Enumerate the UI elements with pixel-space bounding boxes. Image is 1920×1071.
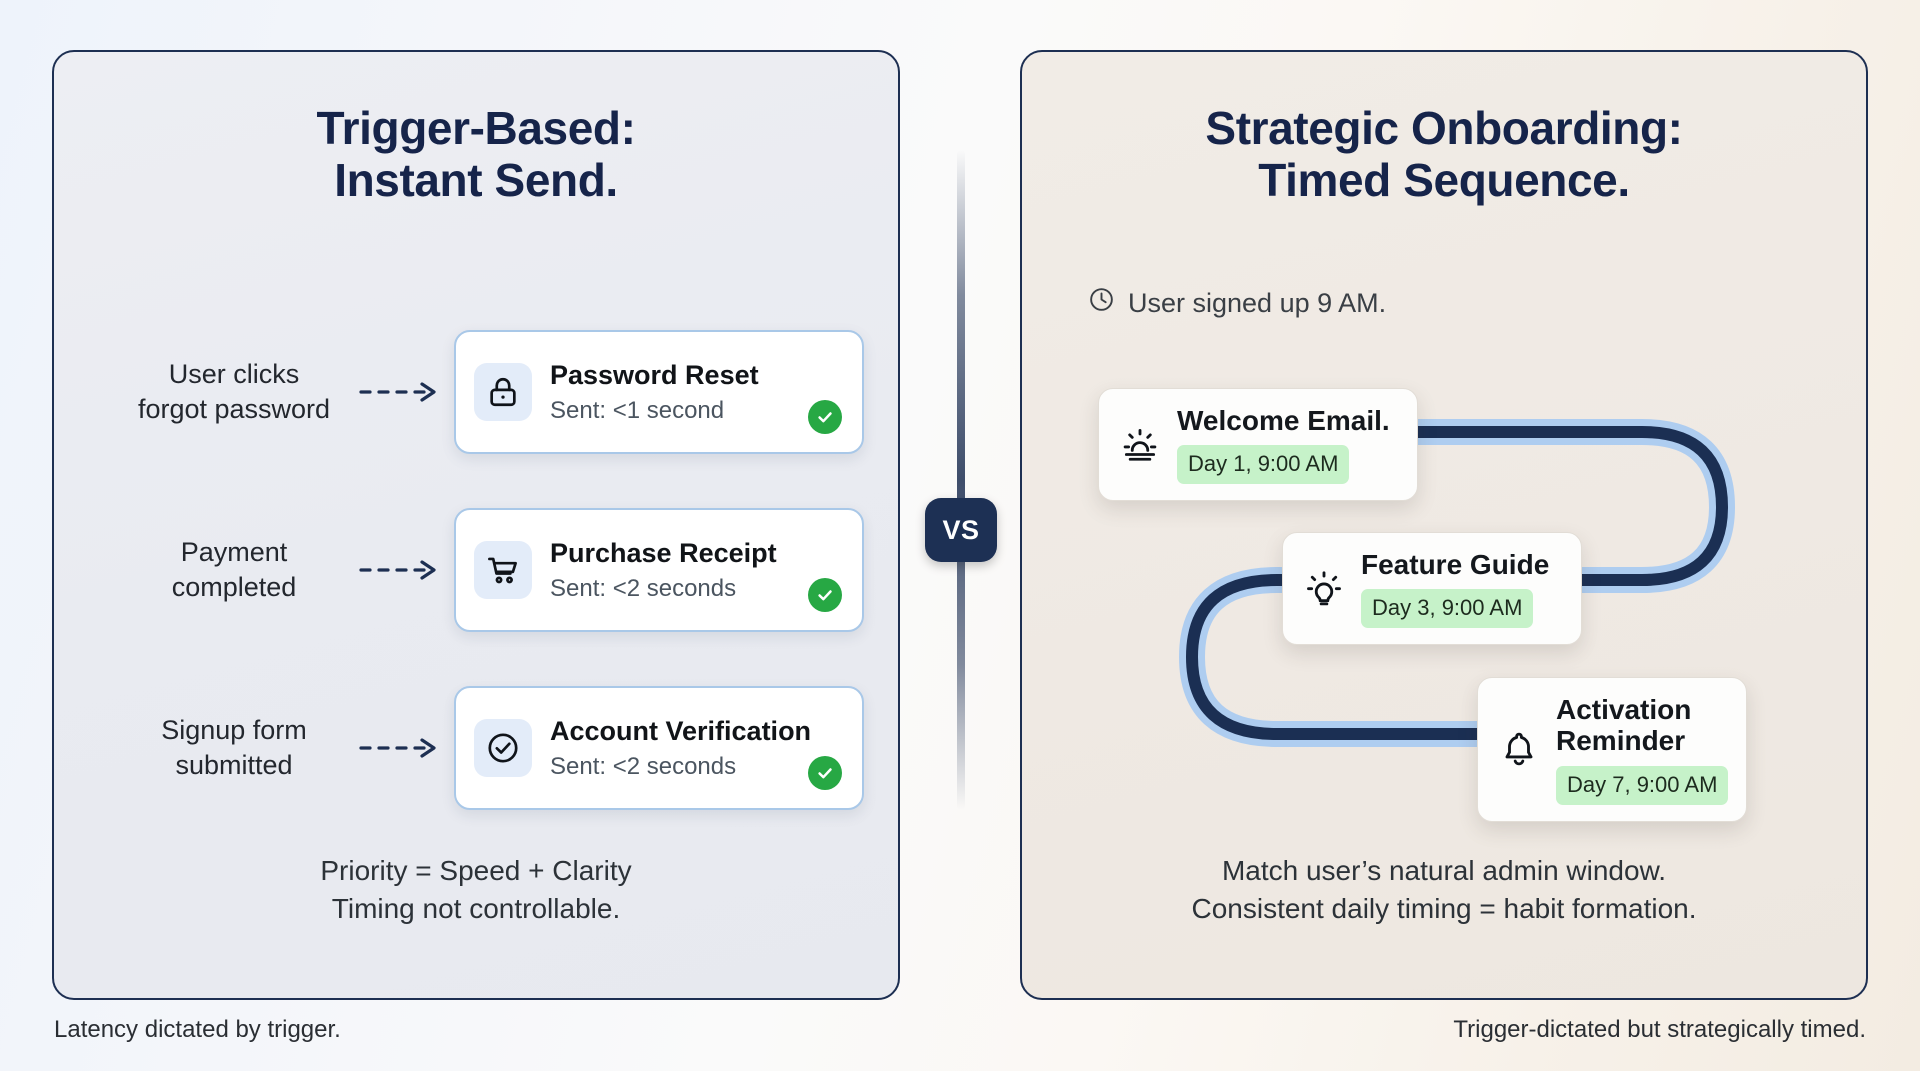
bell-icon [1496,726,1542,772]
event-card[interactable]: Purchase Receipt Sent: <2 seconds [454,508,864,632]
left-panel-title-line1: Trigger-Based: [316,102,636,154]
trigger-row: Signup form submitted Account Verificat [116,686,864,810]
event-card[interactable]: Account Verification Sent: <2 seconds [454,686,864,810]
timeline-step-body: Feature Guide Day 3, 9:00 AM [1361,549,1559,629]
vs-label: VS [942,514,980,545]
shopping-cart-icon [474,541,532,599]
left-caption: Latency dictated by trigger. [54,1016,341,1043]
check-circle-outline-icon [474,719,532,777]
clock-icon [1088,286,1115,320]
dashed-arrow-right-icon [356,379,448,405]
lightbulb-icon [1301,566,1347,612]
trigger-label: Payment completed [116,535,352,604]
left-panel-title-line2: Instant Send. [334,154,618,207]
status-badge-check-icon [808,400,842,434]
right-panel-strategic-onboarding: Strategic Onboarding: Timed Sequence. Us… [1020,50,1868,1000]
timeline-step-body: Activation Reminder Day 7, 9:00 AM [1556,694,1729,805]
timeline-step-title: Welcome Email. [1177,405,1390,436]
event-subtitle: Sent: <2 seconds [550,752,737,780]
trigger-row: Payment completed [116,508,864,632]
sunrise-icon [1117,422,1163,468]
status-badge-check-icon [808,578,842,612]
event-title: Account Verification [550,715,812,746]
trigger-label-line2: completed [171,572,297,602]
timeline-step-card[interactable]: Feature Guide Day 3, 9:00 AM [1282,532,1582,646]
timeline-step-badge: Day 7, 9:00 AM [1556,765,1729,805]
right-panel-title: Strategic Onboarding: Timed Sequence. [1022,102,1866,207]
timeline-step-badge: Day 1, 9:00 AM [1177,445,1350,485]
panel-divider-line [957,150,965,810]
trigger-label-line1: Payment [180,537,288,568]
timeline-step-title: Activation Reminder [1556,694,1692,757]
trigger-label: Signup form submitted [116,713,352,782]
left-summary-line1: Priority = Speed + Clarity [320,855,632,886]
trigger-row: User clicks forgot password [116,330,864,454]
trigger-label-line1: Signup form [161,715,307,746]
timeline-step-body: Welcome Email. Day 1, 9:00 AM [1177,405,1395,485]
right-summary-line1: Match user’s natural admin window. [1221,855,1667,886]
dashed-arrow-right-icon [356,557,448,583]
event-text: Purchase Receipt Sent: <2 seconds [550,538,802,602]
timeline-step-title: Feature Guide [1361,549,1550,580]
left-panel-trigger-based: Trigger-Based: Instant Send. User clicks… [52,50,900,1000]
dashed-arrow-right-icon [356,735,448,761]
lock-icon [474,363,532,421]
event-subtitle: Sent: <2 seconds [550,574,737,602]
status-badge-check-icon [808,756,842,790]
right-caption: Trigger-dictated but strategically timed… [1453,1016,1866,1043]
event-text: Account Verification Sent: <2 seconds [550,715,812,780]
left-summary-line2: Timing not controllable. [331,892,621,924]
right-panel-title-line1: Strategic Onboarding: [1205,102,1683,154]
event-text: Password Reset Sent: <1 second [550,360,802,424]
trigger-label: User clicks forgot password [116,357,352,426]
timeline-step-card[interactable]: Activation Reminder Day 7, 9:00 AM [1477,677,1747,822]
left-panel-summary: Priority = Speed + Clarity Timing not co… [54,852,898,928]
left-panel-title: Trigger-Based: Instant Send. [54,102,898,207]
event-subtitle: Sent: <1 second [550,396,725,424]
trigger-label-line1: User clicks [168,359,300,390]
timeline-step-badge: Day 3, 9:00 AM [1361,589,1534,629]
signup-note: User signed up 9 AM. [1088,286,1386,320]
signup-note-text: User signed up 9 AM. [1128,287,1387,318]
vs-badge: VS [925,498,997,562]
event-card[interactable]: Password Reset Sent: <1 second [454,330,864,454]
event-title: Password Reset [550,359,759,390]
timeline-step-card[interactable]: Welcome Email. Day 1, 9:00 AM [1098,388,1418,502]
trigger-label-line2: submitted [175,750,293,780]
event-title: Purchase Receipt [550,537,777,568]
right-panel-summary: Match user’s natural admin window. Consi… [1022,852,1866,928]
trigger-label-line2: forgot password [137,394,331,424]
right-panel-title-line2: Timed Sequence. [1258,154,1630,207]
right-summary-line2: Consistent daily timing = habit formatio… [1191,892,1697,924]
